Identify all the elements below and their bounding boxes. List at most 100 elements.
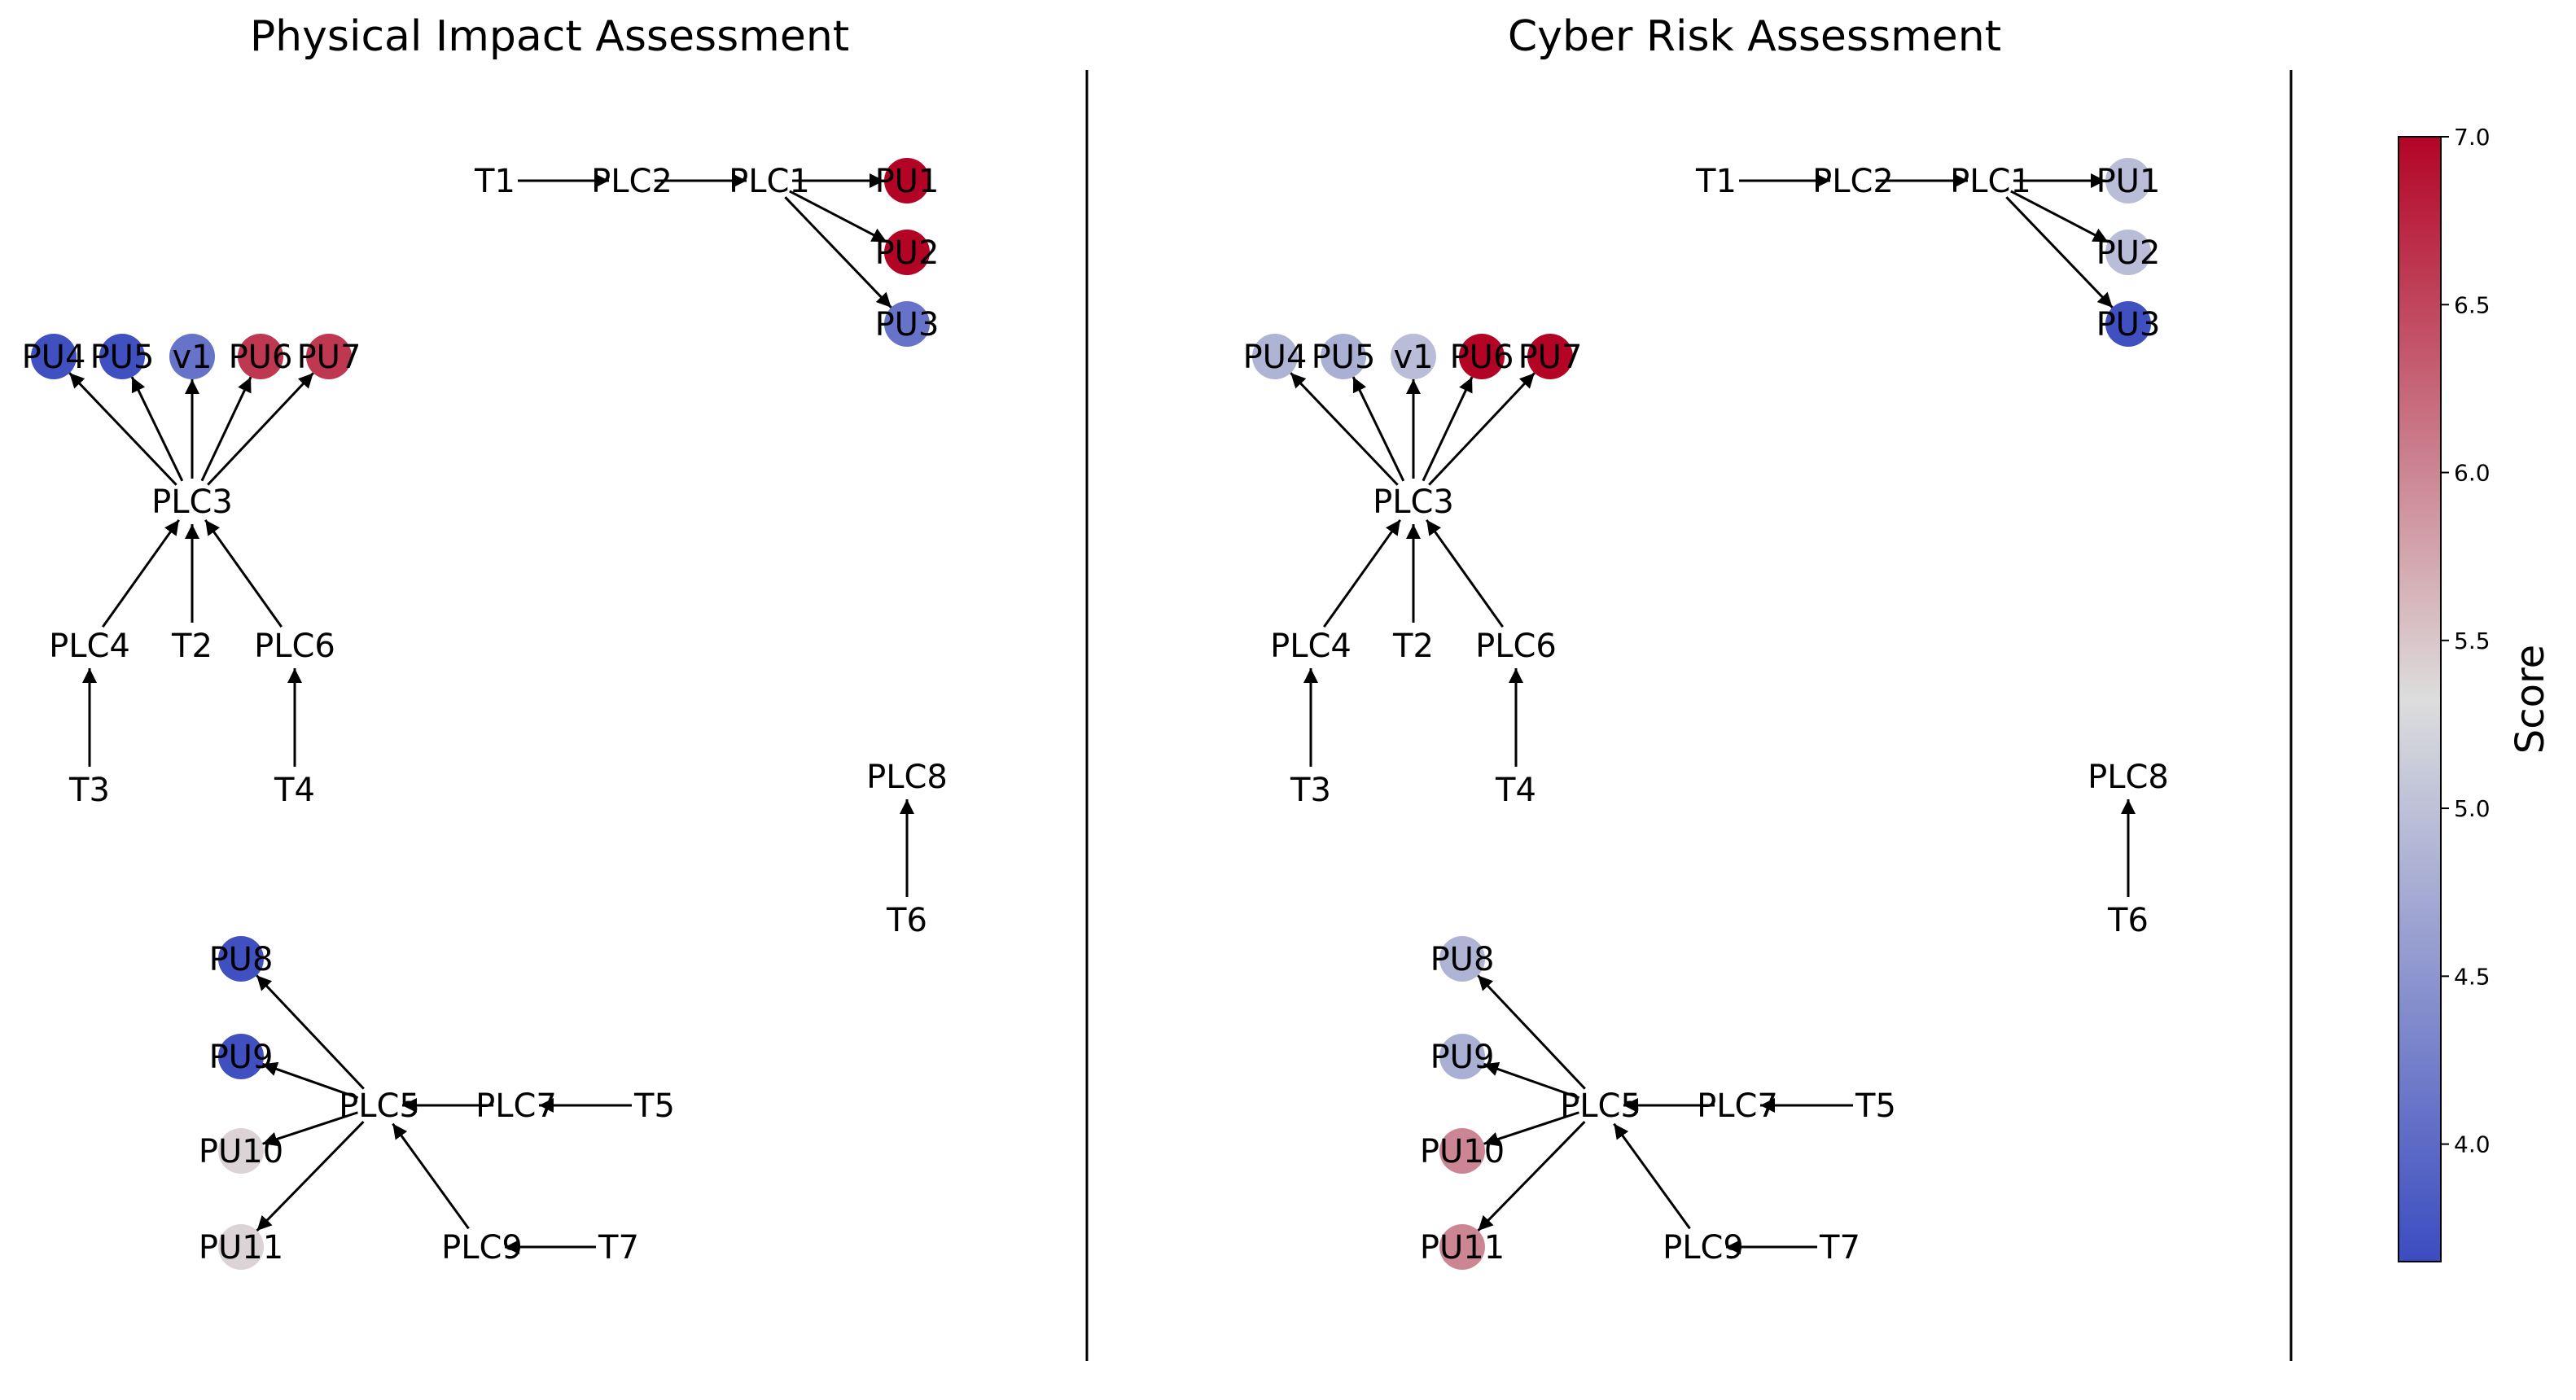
physical-label-plc5: PLC5 xyxy=(339,1087,420,1125)
cyber-node-pu10 xyxy=(1439,1128,1485,1174)
colorbar-tick-label: 5.0 xyxy=(2454,795,2491,822)
physical-label-pu2: PU2 xyxy=(875,234,940,272)
cyber-label-plc8: PLC8 xyxy=(2088,759,2169,796)
physical-label-plc9: PLC9 xyxy=(441,1229,523,1267)
cyber-node-pu6 xyxy=(1459,334,1505,379)
cyber-node-pu3 xyxy=(2105,301,2151,347)
physical-label-plc4: PLC4 xyxy=(49,628,130,665)
cyber-edge-plc6-plc3 xyxy=(1426,518,1504,628)
physical-edge-plc5-pu9 xyxy=(261,1061,359,1100)
cyber-node-pu8 xyxy=(1439,936,1485,982)
cyber-label-pu1: PU1 xyxy=(2096,163,2161,200)
cyber-node-pu7 xyxy=(1527,334,1573,379)
physical-edge-plc3-pu6 xyxy=(200,376,252,482)
physical-label-plc2: PLC2 xyxy=(591,163,672,200)
physical-edge-plc6-plc3 xyxy=(204,518,283,628)
physical-edge-plc3-pu5 xyxy=(130,376,184,482)
physical-label-t3: T3 xyxy=(68,772,110,809)
physical-node-pu2 xyxy=(884,230,930,275)
physical-node-pu9 xyxy=(218,1034,264,1079)
cyber-label-t3: T3 xyxy=(1290,772,1331,809)
cyber-label-plc1: PLC1 xyxy=(1950,163,2031,200)
cyber-edge-plc5-pu8 xyxy=(1477,974,1586,1090)
cyber-node-v1 xyxy=(1391,334,1436,379)
cyber-label-t4: T4 xyxy=(1495,772,1536,809)
cyber-edge-plc1-pu2 xyxy=(2010,190,2109,243)
physical-impact-title: Physical Impact Assessment xyxy=(250,12,849,61)
physical-label-pu11: PU11 xyxy=(199,1229,283,1267)
physical-edge-plc1-pu3 xyxy=(784,196,892,308)
colorbar-tick-label: 5.5 xyxy=(2454,628,2491,654)
cyber-label-pu7: PU7 xyxy=(1518,339,1583,376)
cyber-label-plc4: PLC4 xyxy=(1270,628,1352,665)
cyber-edge-plc5-pu11 xyxy=(1477,1120,1586,1232)
cyber-label-pu6: PU6 xyxy=(1450,339,1514,376)
cyber-node-pu9 xyxy=(1439,1034,1485,1079)
physical-edge-plc1-pu2 xyxy=(789,190,887,243)
cyber-risk-title: Cyber Risk Assessment xyxy=(1508,12,2001,61)
physical-label-v1: v1 xyxy=(172,339,212,376)
cyber-edge-plc9-plc5 xyxy=(1613,1122,1691,1230)
physical-label-plc8: PLC8 xyxy=(866,759,948,796)
cyber-label-t5: T5 xyxy=(1855,1087,1896,1125)
cyber-label-plc6: PLC6 xyxy=(1475,628,1557,665)
physical-label-plc6: PLC6 xyxy=(254,628,335,665)
physical-label-t1: T1 xyxy=(474,163,515,200)
cyber-edge-plc4-plc3 xyxy=(1323,518,1401,628)
physical-label-plc3: PLC3 xyxy=(151,483,233,521)
physical-node-pu6 xyxy=(238,334,283,379)
physical-label-pu5: PU5 xyxy=(90,339,155,376)
colorbar-tick-label: 4.0 xyxy=(2454,1131,2491,1158)
cyber-edge-plc3-pu5 xyxy=(1352,376,1405,482)
cyber-node-pu2 xyxy=(2105,230,2151,275)
physical-node-pu10 xyxy=(218,1128,264,1174)
cyber-label-v1: v1 xyxy=(1393,339,1433,376)
physical-label-pu7: PU7 xyxy=(297,339,361,376)
physical-edge-plc5-pu10 xyxy=(262,1111,358,1147)
cyber-label-pu11: PU11 xyxy=(1420,1229,1505,1267)
cyber-label-pu2: PU2 xyxy=(2096,234,2161,272)
physical-label-pu1: PU1 xyxy=(875,163,940,200)
cyber-label-t2: T2 xyxy=(1392,628,1434,665)
physical-label-pu6: PU6 xyxy=(229,339,293,376)
cyber-label-t7: T7 xyxy=(1819,1229,1860,1267)
colorbar-tick-label: 4.5 xyxy=(2454,963,2491,990)
colorbar-tick-label: 6.0 xyxy=(2454,460,2491,487)
physical-label-t6: T6 xyxy=(886,902,927,939)
cyber-edge-plc3-pu4 xyxy=(1290,372,1399,486)
physical-node-pu7 xyxy=(306,334,352,379)
cyber-label-plc3: PLC3 xyxy=(1373,483,1454,521)
cyber-edge-plc5-pu9 xyxy=(1483,1061,1580,1100)
cyber-label-pu8: PU8 xyxy=(1430,941,1495,978)
physical-edge-plc5-pu8 xyxy=(256,974,365,1090)
cyber-label-plc2: PLC2 xyxy=(1812,163,1894,200)
cyber-node-pu5 xyxy=(1321,334,1366,379)
physical-node-pu8 xyxy=(218,936,264,982)
cyber-label-pu4: PU4 xyxy=(1243,339,1308,376)
physical-node-pu1 xyxy=(884,158,930,203)
physical-label-t5: T5 xyxy=(633,1087,675,1125)
physical-node-v1 xyxy=(169,334,215,379)
cyber-label-plc7: PLC7 xyxy=(1697,1087,1778,1125)
cyber-label-plc9: PLC9 xyxy=(1663,1229,1744,1267)
physical-node-pu11 xyxy=(218,1224,264,1270)
cyber-edge-plc3-pu7 xyxy=(1428,372,1536,486)
physical-node-pu4 xyxy=(31,334,77,379)
physical-label-pu4: PU4 xyxy=(22,339,86,376)
cyber-label-t6: T6 xyxy=(2107,902,2149,939)
physical-label-t2: T2 xyxy=(171,628,212,665)
colorbar-tick-label: 6.5 xyxy=(2454,291,2491,318)
physical-label-t4: T4 xyxy=(274,772,315,809)
physical-node-pu3 xyxy=(884,301,930,347)
cyber-label-plc5: PLC5 xyxy=(1560,1087,1641,1125)
cyber-node-pu4 xyxy=(1252,334,1298,379)
cyber-label-pu9: PU9 xyxy=(1430,1039,1495,1076)
physical-node-pu5 xyxy=(99,334,145,379)
cyber-node-pu11 xyxy=(1439,1224,1485,1270)
colorbar-gradient xyxy=(2398,136,2442,1262)
cyber-node-pu1 xyxy=(2105,158,2151,203)
physical-edge-plc3-pu4 xyxy=(68,372,177,486)
